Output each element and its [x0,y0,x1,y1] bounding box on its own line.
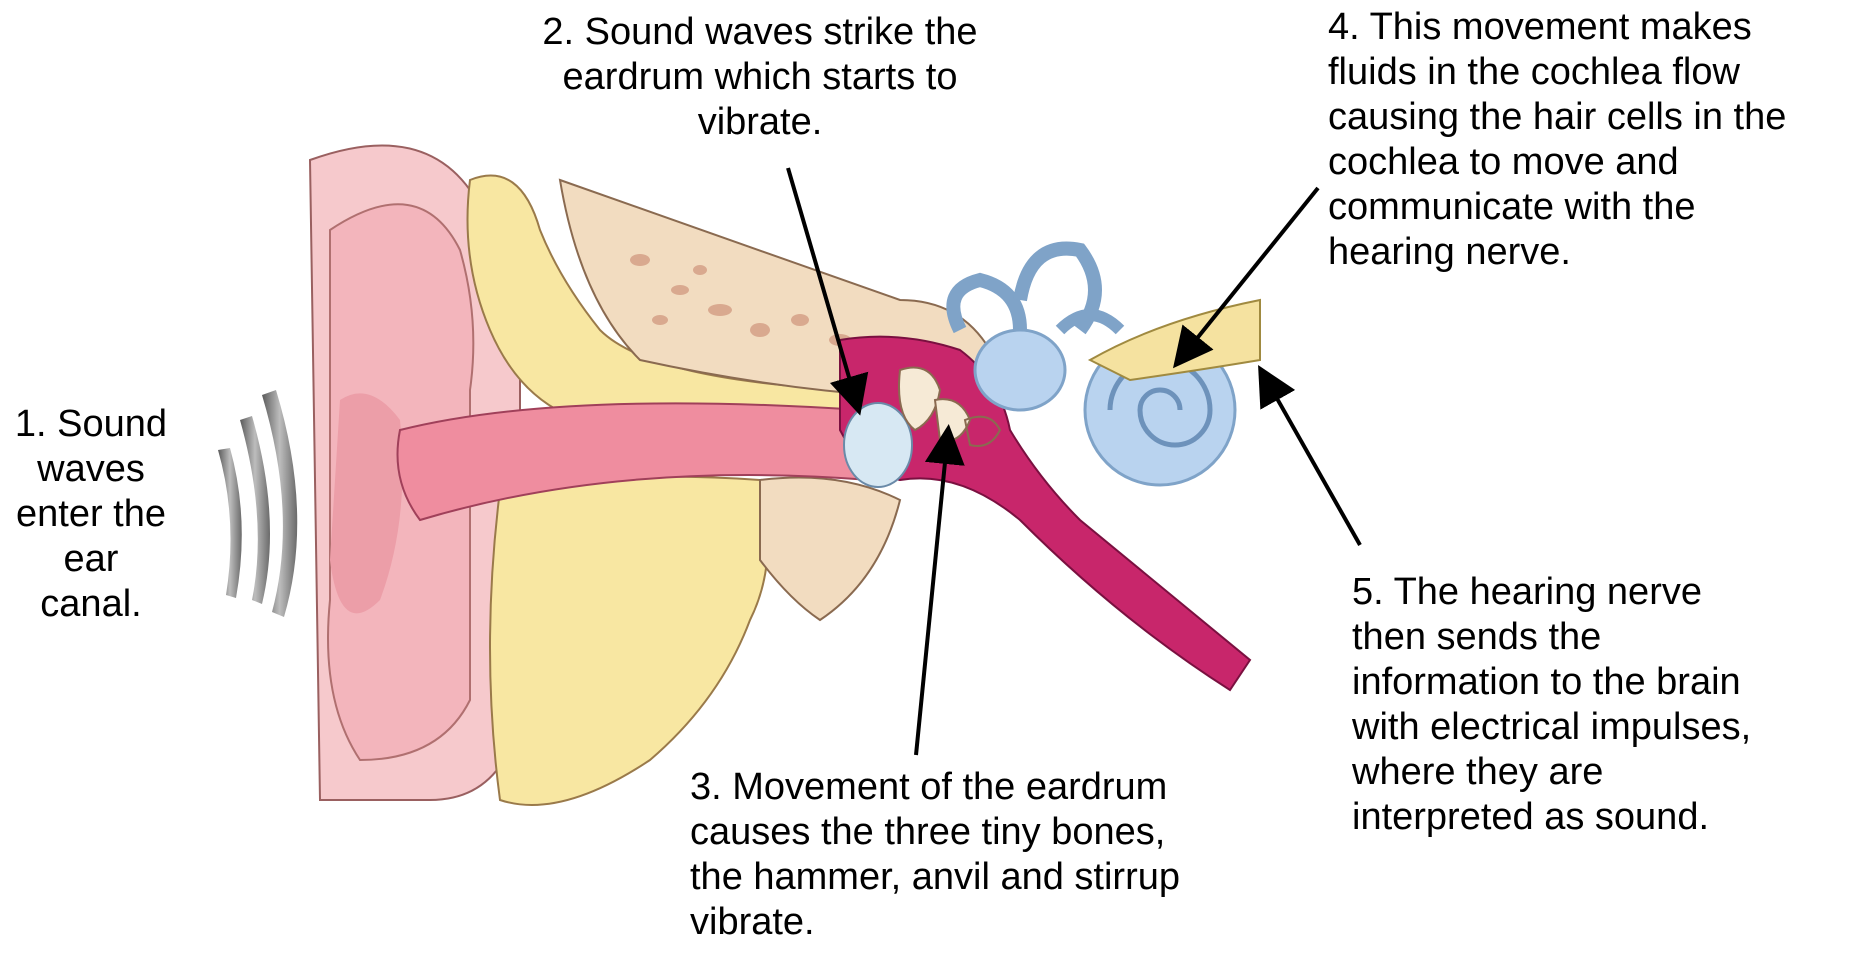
hearing-nerve-shape [1090,300,1260,380]
temporal-bone-lower-shape [760,478,900,621]
step-4-label: 4. This movement makes fluids in the coc… [1328,5,1853,275]
step-1-label: 1. Sound waves enter the ear canal. [0,402,182,627]
arrow-step-5 [1262,372,1360,545]
lower-cartilage-shape [490,477,768,805]
step-2-label: 2. Sound waves strike the eardrum which … [500,10,1020,145]
step-5-label: 5. The hearing nerve then sends the info… [1352,570,1852,840]
eardrum-shape [844,403,912,487]
arrow-step-3 [916,432,948,755]
sound-waves-icon [218,390,297,617]
step-3-label: 3. Movement of the eardrum causes the th… [690,765,1280,945]
